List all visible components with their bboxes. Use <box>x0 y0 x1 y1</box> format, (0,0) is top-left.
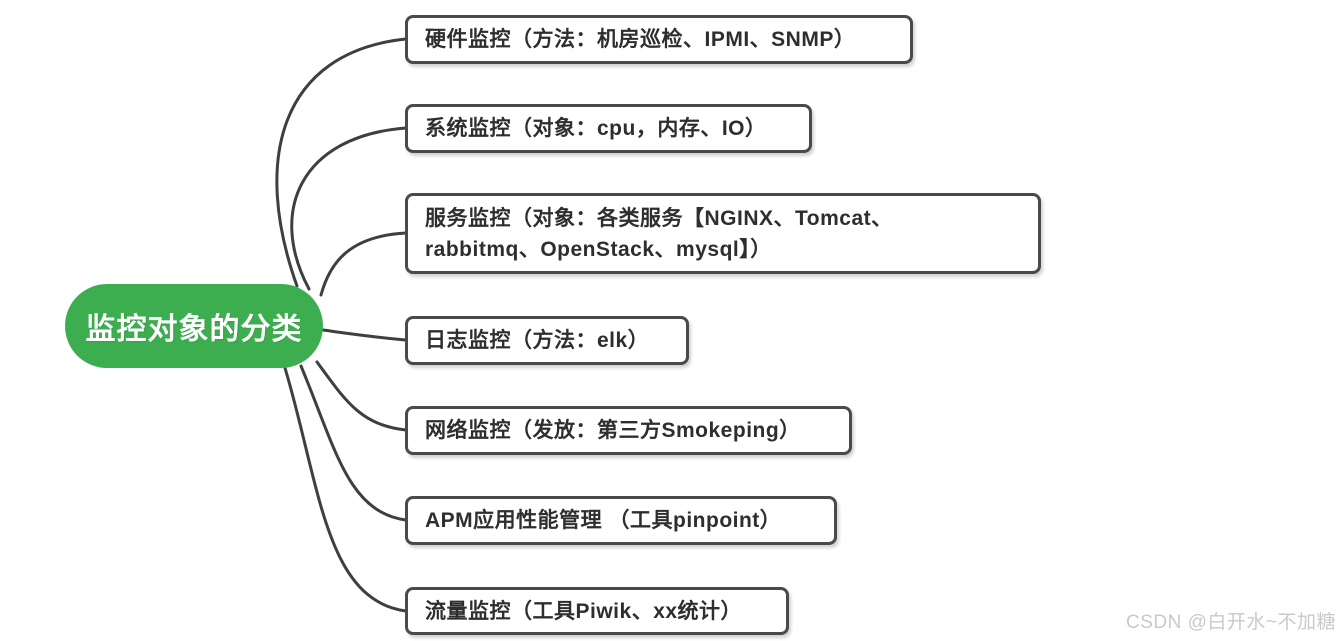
branch-label: 硬件监控（方法：机房巡检、IPMI、SNMP） <box>425 28 856 51</box>
root-node-label: 监控对象的分类 <box>85 313 303 346</box>
edge-line-network <box>315 360 408 432</box>
edge-line-log <box>321 328 408 342</box>
edge-line-traffic <box>283 366 408 613</box>
branch-node-hardware-monitoring[interactable]: 硬件监控（方法：机房巡检、IPMI、SNMP） <box>405 15 913 64</box>
edge-line-system <box>290 126 408 291</box>
mindmap-root-node[interactable]: 监控对象的分类 <box>65 284 323 368</box>
branch-label: 流量监控（工具Piwik、xx统计） <box>425 599 743 623</box>
branch-node-traffic-monitoring[interactable]: 流量监控（工具Piwik、xx统计） <box>405 587 789 635</box>
edge-line-apm <box>299 364 408 522</box>
branch-label: 系统监控（对象：cpu，内存、IO） <box>425 117 767 140</box>
branch-label: APM应用性能管理 （工具pinpoint） <box>425 509 782 532</box>
branch-node-system-monitoring[interactable]: 系统监控（对象：cpu，内存、IO） <box>405 104 812 153</box>
branch-label: 日志监控（方法：elk） <box>425 329 650 352</box>
edge-line-hardware <box>275 37 408 288</box>
branch-node-network-monitoring[interactable]: 网络监控（发放：第三方Smokeping） <box>405 406 852 455</box>
branch-node-apm-monitoring[interactable]: APM应用性能管理 （工具pinpoint） <box>405 496 837 545</box>
edge-line-service <box>319 231 408 297</box>
branch-node-log-monitoring[interactable]: 日志监控（方法：elk） <box>405 316 689 365</box>
branch-label: 网络监控（发放：第三方Smokeping） <box>425 419 801 442</box>
branch-node-service-monitoring[interactable]: 服务监控（对象：各类服务【NGINX、Tomcat、 rabbitmq、Open… <box>405 193 1041 274</box>
branch-label: 服务监控（对象：各类服务【NGINX、Tomcat、 rabbitmq、Open… <box>425 206 893 261</box>
csdn-watermark: CSDN @白开水~不加糖 <box>1126 612 1336 633</box>
